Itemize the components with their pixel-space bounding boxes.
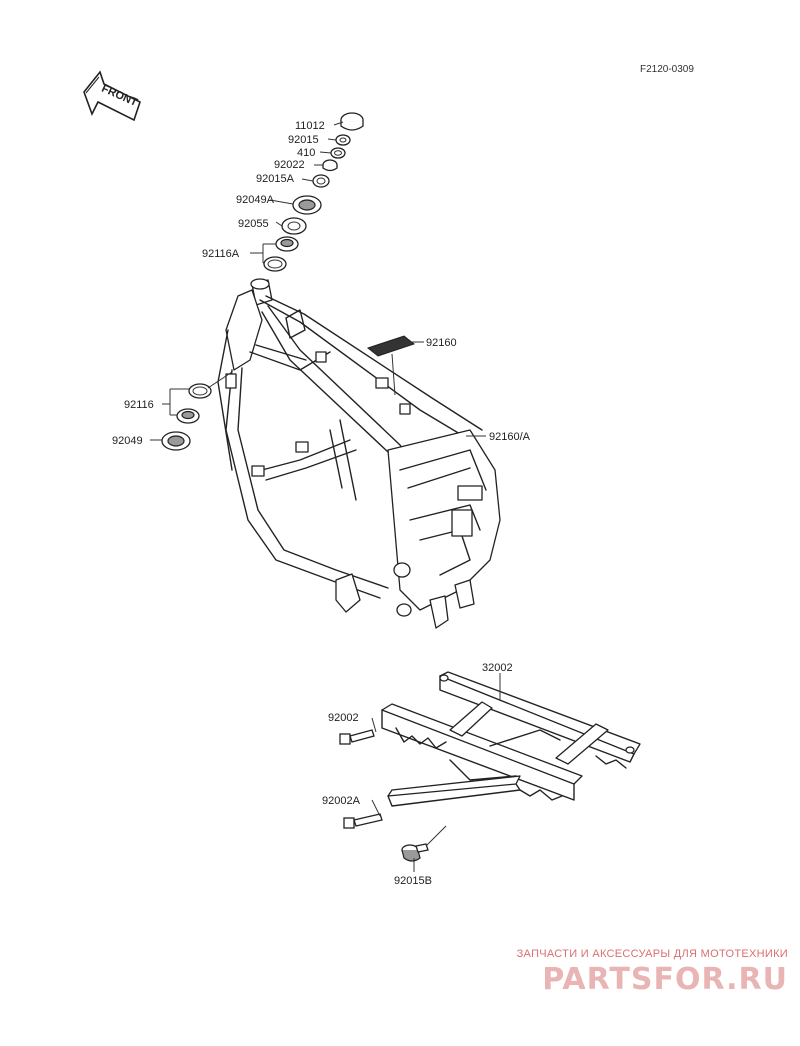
bolt-92002a xyxy=(343,813,383,829)
sub-frame-32002 xyxy=(381,671,641,801)
bearing-92116-lower xyxy=(176,408,200,424)
washer-92015a xyxy=(312,174,330,188)
label-92002: 92002 xyxy=(328,712,359,724)
seal-92049a xyxy=(292,195,322,215)
label-92055: 92055 xyxy=(238,218,269,230)
label-92049: 92049 xyxy=(112,435,143,447)
label-92116a: 92116A xyxy=(202,248,240,260)
label-410: 410 xyxy=(297,147,315,159)
label-92049a: 92049A xyxy=(236,194,275,206)
figure-code: F2120-0309 xyxy=(640,64,694,75)
label-92116: 92116 xyxy=(124,399,154,411)
nut-410 xyxy=(330,147,346,159)
plug-92015b xyxy=(401,843,429,862)
label-32002: 32002 xyxy=(482,662,513,674)
label-92022: 92022 xyxy=(274,159,305,171)
label-92015: 92015 xyxy=(288,134,319,146)
label-11012: 11012 xyxy=(295,120,325,132)
label-92160a: 92160/A xyxy=(489,431,531,443)
main-frame xyxy=(217,278,501,629)
race-92116-upper xyxy=(188,383,212,399)
nut-92022 xyxy=(322,159,338,172)
label-92015b: 92015B xyxy=(394,875,432,887)
label-92002a: 92002A xyxy=(322,795,361,807)
sub-frame-bracket xyxy=(387,759,521,807)
bearing-92116a-upper xyxy=(275,236,299,252)
front-arrow-icon: FRONT xyxy=(83,70,141,122)
seal-92049 xyxy=(161,431,191,451)
watermark-logo: PARTSFOR.RU xyxy=(542,962,788,997)
label-92015a: 92015A xyxy=(256,173,295,185)
race-92116a-lower xyxy=(263,256,287,272)
bolt-92002 xyxy=(339,729,375,745)
label-plate-92160 xyxy=(366,335,416,357)
bearing-92055 xyxy=(281,217,307,235)
watermark-tagline: ЗАПЧАСТИ И АКСЕССУАРЫ ДЛЯ МОТОТЕХНИКИ xyxy=(516,948,788,960)
washer-92015 xyxy=(335,134,351,146)
cap-11012 xyxy=(340,112,364,131)
label-92160: 92160 xyxy=(426,337,457,349)
